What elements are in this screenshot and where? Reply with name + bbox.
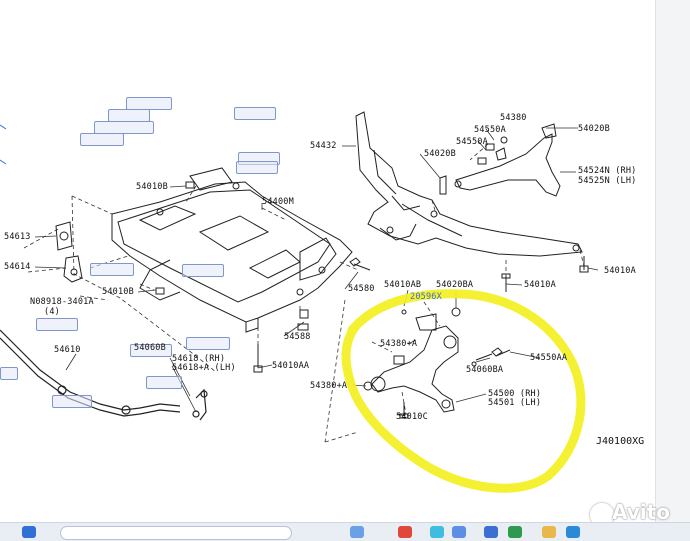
label-54614: 54614	[4, 262, 31, 272]
browser-icon[interactable]	[452, 526, 466, 538]
ghost-label	[234, 107, 276, 120]
folder-icon[interactable]	[430, 526, 444, 538]
label-54060ba: 54060BA	[466, 365, 504, 375]
chrome-icon[interactable]	[542, 526, 556, 538]
label-54525n: 54525N (LH)	[578, 176, 637, 186]
label-54524n: 54524N (RH)	[578, 166, 637, 176]
right-sidebar	[655, 0, 690, 522]
label-54020b-top: 54020B	[578, 124, 610, 134]
ghost-label	[36, 318, 78, 331]
avito-watermark: Avito	[612, 500, 670, 524]
label-54550a: 54550A	[474, 125, 506, 135]
label-20596x: 20596X	[410, 292, 442, 302]
ghost-label	[0, 367, 18, 380]
label-54618a: 54618+A (LH)	[172, 363, 236, 373]
excel-icon[interactable]	[508, 526, 522, 538]
label-54400m: 54400M	[262, 197, 294, 207]
left-edge-marks	[0, 124, 7, 165]
telegram-icon[interactable]	[566, 526, 580, 538]
taskbar-search-box[interactable]	[60, 526, 292, 540]
label-54010b-mid: 54010B	[102, 287, 134, 297]
ghost-label	[80, 133, 124, 146]
diagram-ref-code: J40100XG	[596, 436, 645, 447]
upper-control-arm	[439, 123, 561, 197]
ghost-label	[90, 263, 134, 276]
label-54588: 54588	[284, 332, 311, 342]
ghost-label	[236, 161, 278, 174]
label-54613: 54613	[4, 232, 31, 242]
label-54020ba: 54020BA	[436, 280, 474, 290]
taskbar	[0, 522, 690, 541]
label-54550aa: 54550AA	[530, 353, 568, 363]
ghost-label	[130, 344, 172, 357]
stabilizer-bar	[0, 329, 208, 421]
label-54618: 54618 (RH)	[172, 354, 226, 364]
label-54550a-2: 54550A	[456, 137, 488, 147]
label-54500: 54500 (RH)	[488, 389, 542, 399]
stabilizer-bushing	[55, 221, 83, 283]
member-assembly	[355, 111, 583, 257]
ghost-label	[186, 337, 230, 350]
ghost-label	[182, 264, 224, 277]
ghost-label	[94, 121, 154, 134]
label-54501: 54501 (LH)	[488, 398, 542, 408]
label-54380a-left: 54380+A	[310, 381, 348, 391]
transverse-link	[363, 307, 493, 413]
label-54010b-top: 54010B	[136, 182, 168, 192]
label-54010a-b: 54010A	[524, 280, 556, 290]
label-54432: 54432	[310, 141, 337, 151]
gmail-icon[interactable]	[398, 526, 412, 538]
label-54380: 54380	[500, 113, 527, 123]
label-54010c: 54010C	[396, 412, 428, 422]
ghost-label	[146, 376, 182, 389]
front-suspension-member	[111, 167, 353, 333]
guide-lines	[23, 143, 585, 443]
label-08918-3401a: N08918-3401A	[30, 297, 94, 307]
label-54380a-top: 54380+A	[380, 339, 418, 349]
bolts	[155, 143, 589, 419]
label-54010ab: 54010AB	[384, 280, 422, 290]
ghost-label	[52, 395, 92, 408]
label-54010a: 54010A	[604, 266, 636, 276]
word-icon[interactable]	[484, 526, 498, 538]
label-54010aa: 54010AA	[272, 361, 310, 371]
label-54610: 54610	[54, 345, 81, 355]
label-54580: 54580	[348, 284, 375, 294]
mail-app-icon[interactable]	[350, 526, 364, 538]
label-08918-qty: (4)	[44, 307, 60, 317]
label-54060b: 54060B	[134, 343, 166, 353]
label-54020b-left: 54020B	[424, 149, 456, 159]
highlight-circle	[341, 289, 586, 493]
windows-start-icon[interactable]	[22, 526, 36, 538]
